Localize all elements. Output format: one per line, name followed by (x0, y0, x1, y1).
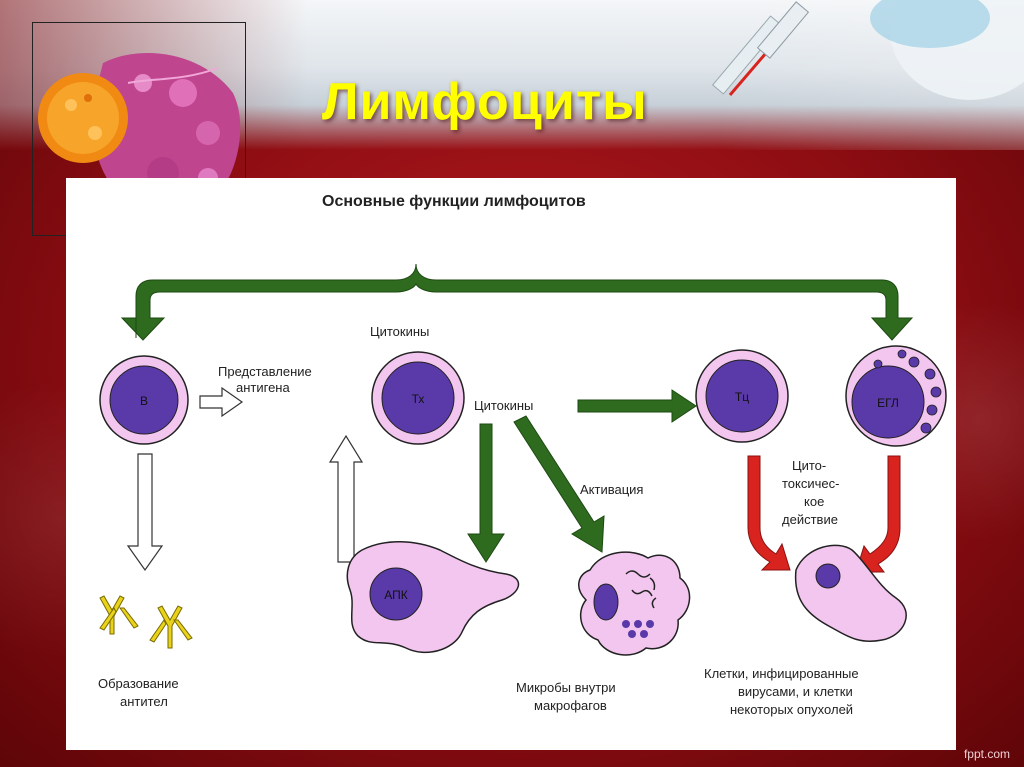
infected-label-3: некоторых опухолей (730, 702, 853, 717)
antigen-presentation-label-1: Представление (218, 364, 312, 379)
pipette-illustration (712, 0, 1024, 100)
diagram-panel: Основные функции лимфоцитов Цитокины В Т… (66, 178, 956, 750)
ngl-cell-label: ЕГЛ (877, 396, 899, 410)
diagram-heading: Основные функции лимфоцитов (322, 193, 586, 210)
th-cell-label: Тх (412, 392, 425, 406)
microbes-label-2: макрофагов (534, 698, 607, 713)
apc-cell-label: АПК (384, 588, 407, 602)
lymphocyte-photo (38, 53, 241, 211)
b-cell: В (99, 355, 189, 445)
b-to-antibody-hollow-arrow (126, 453, 164, 572)
cytokines-bracket-arrow (120, 263, 914, 341)
antigen-presentation-label-2: антигена (236, 380, 290, 395)
antibodies-label-1: Образование (98, 676, 179, 691)
lymphocyte-functions-diagram: Основные функции лимфоцитов Цитокины В Т… (98, 193, 947, 717)
infected-label-1: Клетки, инфицированные (704, 666, 859, 681)
microbes-label-1: Микробы внутри (516, 680, 616, 695)
infected-label-2: вирусами, и клетки (738, 684, 853, 699)
ngl-cytotoxic-arrow (855, 455, 901, 573)
cytokines-to-tc-arrow (577, 389, 697, 423)
macrophage-cell (578, 551, 691, 656)
infected-target-cell (794, 544, 907, 642)
cytotoxic-label-4: действие (782, 512, 838, 527)
th-to-apc-arrow (467, 423, 505, 563)
tc-cell: Тц (695, 349, 789, 443)
activation-label: Активация (580, 482, 643, 497)
watermark: fppt.com (963, 747, 1010, 761)
lymphocyte-photo-frame (32, 22, 246, 236)
cytotoxic-label-3: кое (804, 494, 824, 509)
apc-cell: АПК (346, 541, 520, 654)
ngl-cell: ЕГЛ (845, 345, 947, 447)
slide-title: Лимфоциты (322, 73, 648, 131)
b-cell-label: В (140, 394, 148, 408)
th-cell: Тх (371, 351, 465, 445)
activation-arrow (513, 415, 605, 553)
cytokines-top-label: Цитокины (370, 324, 429, 339)
cytotoxic-label-2: токсичес- (782, 476, 839, 491)
tc-cell-label: Тц (735, 390, 749, 404)
antigen-hollow-arrow (199, 386, 244, 418)
antibody-icons (99, 595, 193, 649)
cytokines-mid-label: Цитокины (474, 398, 533, 413)
tc-cytotoxic-arrow (747, 455, 791, 571)
antibodies-label-2: антител (120, 694, 168, 709)
apc-to-th-hollow-arrow (328, 434, 364, 563)
cytotoxic-label-1: Цито- (792, 458, 826, 473)
